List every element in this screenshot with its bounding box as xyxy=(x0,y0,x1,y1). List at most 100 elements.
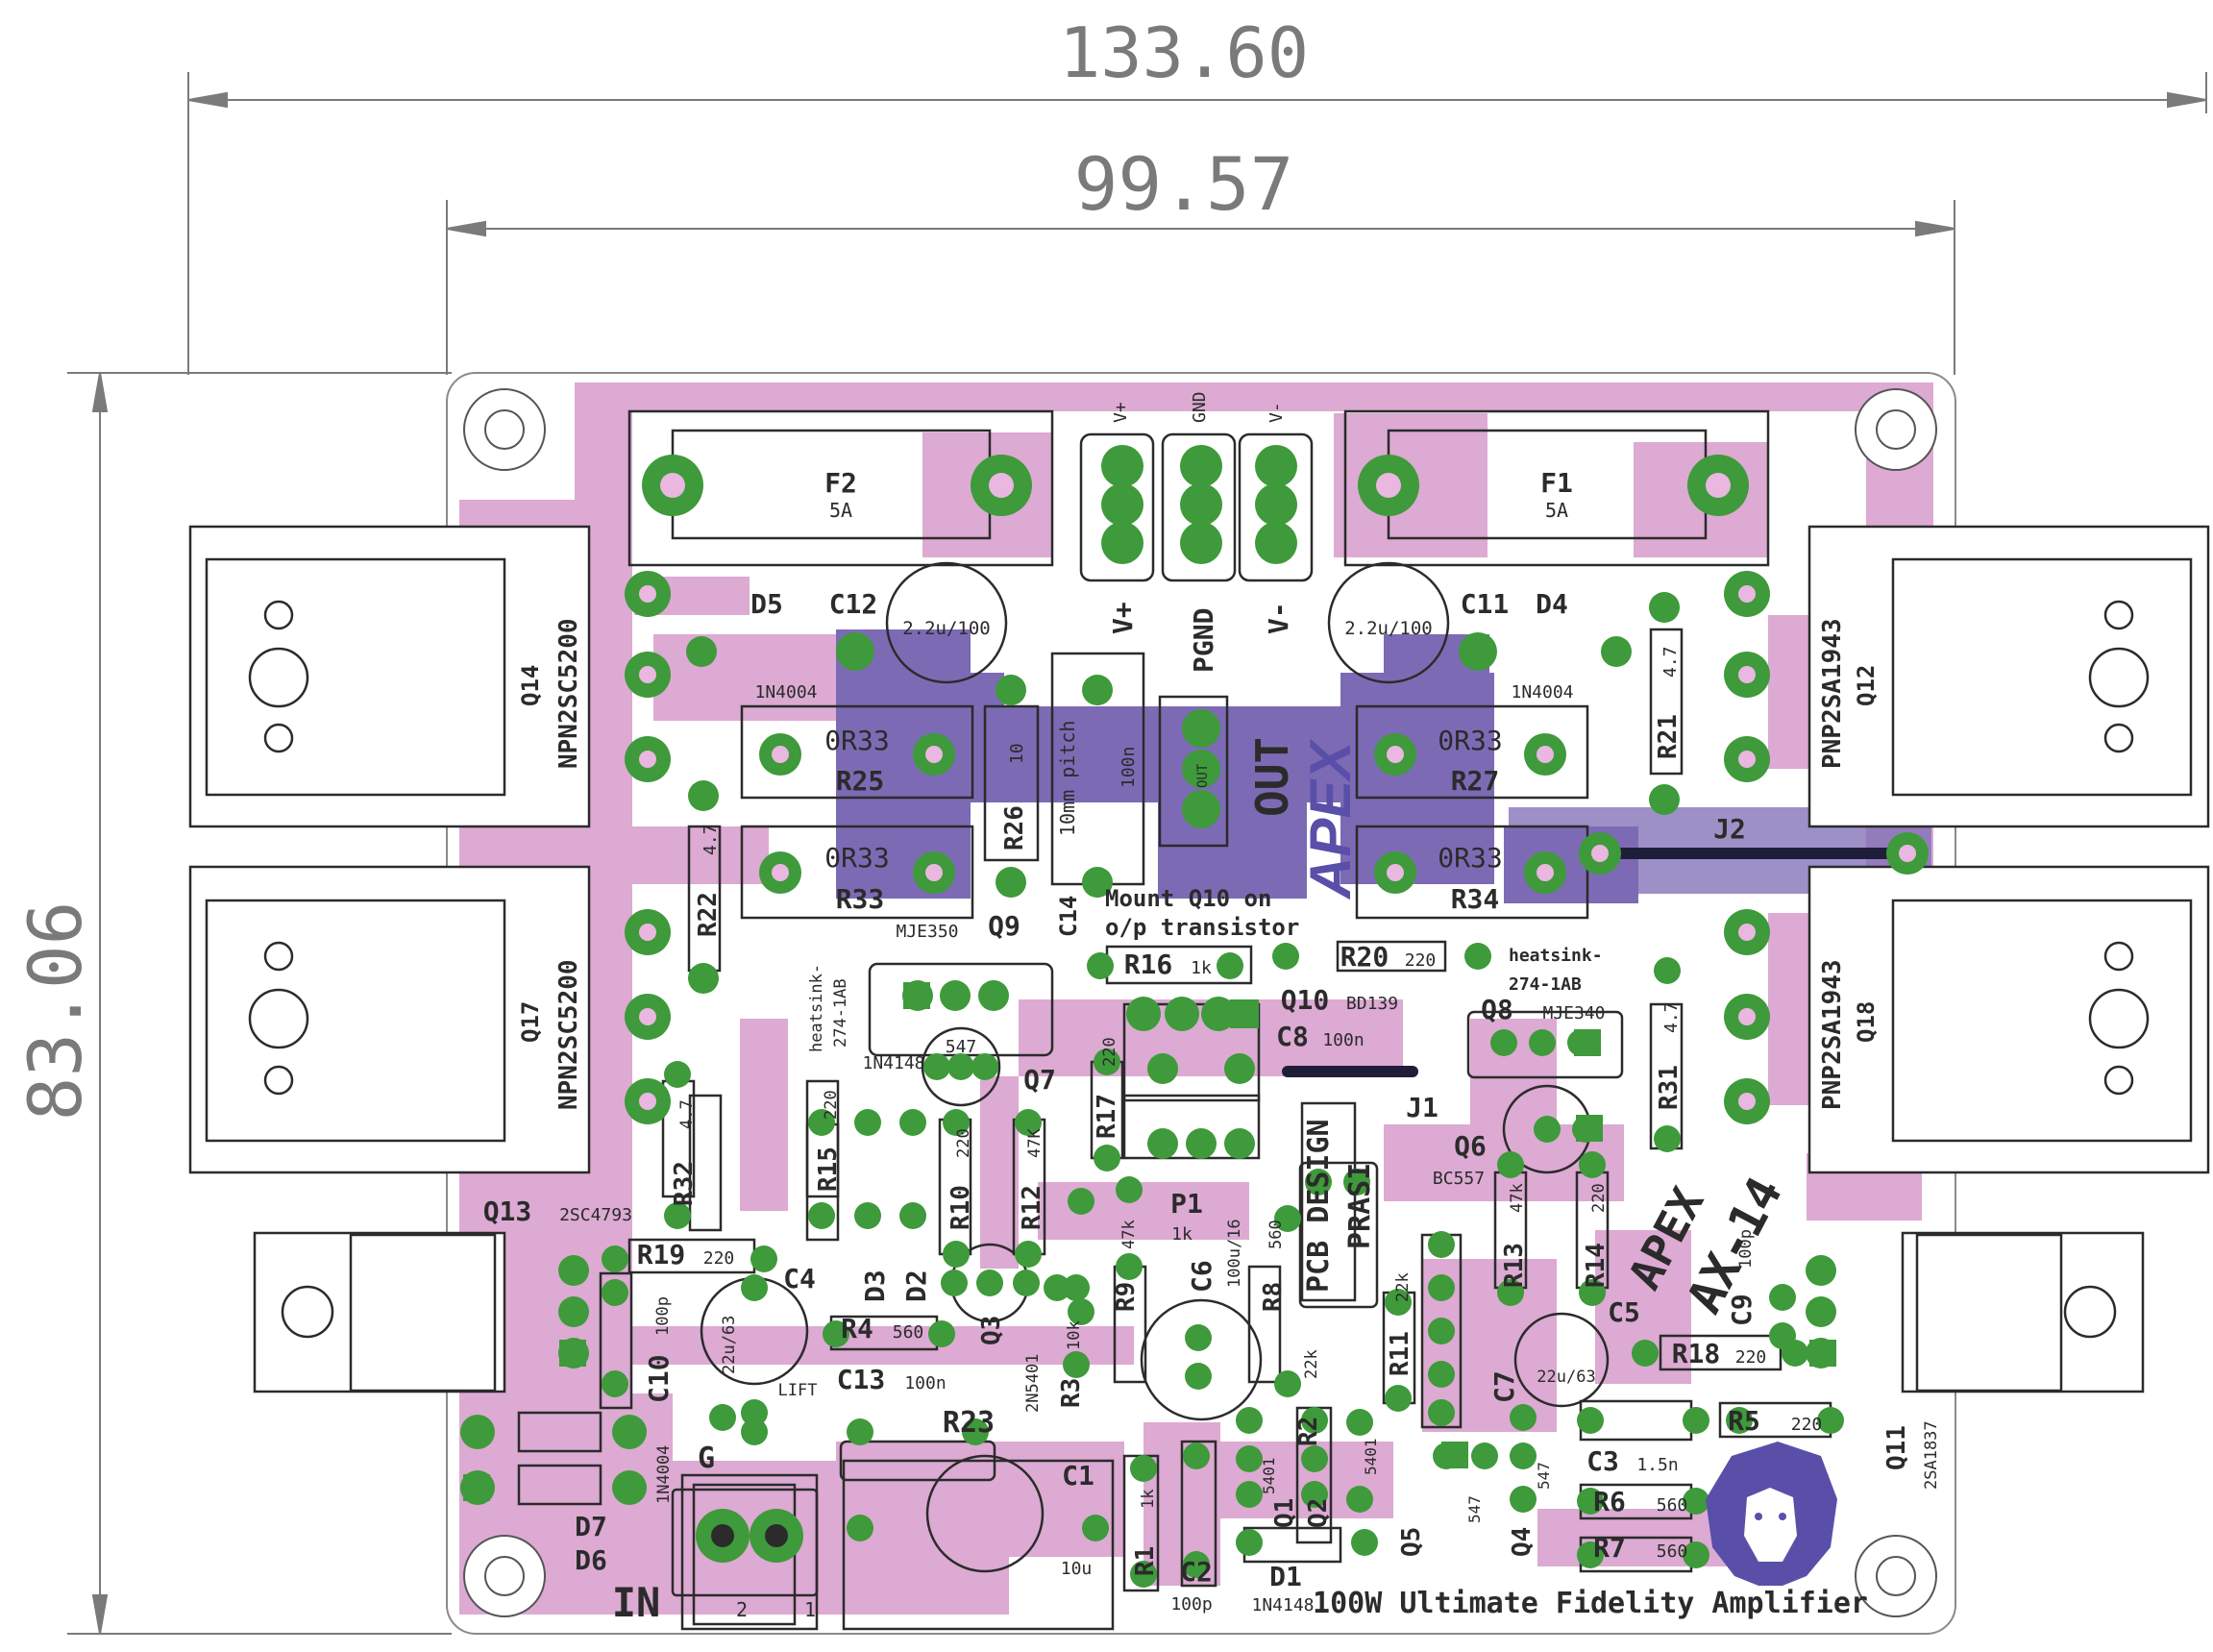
label-r26: R26 xyxy=(1000,805,1029,851)
label-c1: C1 xyxy=(1062,1460,1094,1492)
value-d1: 1N4148 xyxy=(1251,1595,1314,1615)
value-r18: 220 xyxy=(1735,1347,1767,1368)
label-r19: R19 xyxy=(637,1239,686,1270)
label-q5: Q5 xyxy=(1397,1527,1426,1557)
value-c8: 100n xyxy=(1322,1030,1364,1050)
label-q4: Q4 xyxy=(1508,1527,1537,1557)
label-f1: F1 xyxy=(1540,467,1573,499)
label-r3: R3 xyxy=(1057,1378,1086,1408)
value-r33: 0R33 xyxy=(824,842,889,874)
label-r34: R34 xyxy=(1451,883,1500,915)
value-r14: 220 xyxy=(1589,1183,1609,1213)
value-q2: 5401 xyxy=(1362,1438,1380,1475)
value-q1: 5401 xyxy=(1260,1457,1278,1494)
label-d7: D7 xyxy=(575,1511,607,1542)
label-q17: Q17 xyxy=(517,1001,544,1043)
value-r19: 220 xyxy=(703,1248,735,1269)
component-outlines xyxy=(517,628,1832,1631)
jumpers xyxy=(1282,848,1913,1077)
apex-vertical-logo: APEX xyxy=(1298,738,1363,900)
footer-title: 100W Ultimate Fidelity Amplifier xyxy=(1313,1587,1868,1620)
value-d3: 1N4148 xyxy=(862,1053,924,1073)
value-d5: 1N4004 xyxy=(754,682,817,703)
in-pin-1: 1 xyxy=(804,1598,816,1621)
label-p1: P1 xyxy=(1170,1188,1203,1220)
value-r15: 220 xyxy=(822,1090,841,1120)
value-c2: 100p xyxy=(1170,1594,1212,1615)
value-q14: NPN2SC5200 xyxy=(554,618,583,769)
value-r10: 220 xyxy=(954,1128,973,1158)
label-c10: C10 xyxy=(643,1354,675,1403)
mounting-hole-tr xyxy=(1855,388,1937,471)
heatsink-outlines xyxy=(188,525,2210,1393)
value-f2: 5A xyxy=(829,499,852,522)
mounting-hole-br xyxy=(1855,1535,1937,1617)
label-r31: R31 xyxy=(1655,1065,1684,1110)
label-c5: C5 xyxy=(1608,1296,1640,1328)
value-r31: 4.7 xyxy=(1661,1001,1682,1033)
mounting-holes xyxy=(463,388,1937,1617)
label-f2: F2 xyxy=(824,467,857,499)
label-d2: D2 xyxy=(900,1270,932,1302)
q9-heatsink-2: 274-1AB xyxy=(831,978,850,1048)
mount-note-2: o/p transistor xyxy=(1105,914,1299,941)
label-q14: Q14 xyxy=(517,665,544,706)
top-inner-dimension: 99.57 xyxy=(1074,141,1294,227)
label-r15: R15 xyxy=(814,1147,843,1192)
value-c13: 100n xyxy=(904,1373,946,1393)
label-vminus-top: V- xyxy=(1266,402,1287,423)
label-d4: D4 xyxy=(1536,588,1568,620)
label-gnd-top: GND xyxy=(1190,391,1210,423)
value-r27: 0R33 xyxy=(1438,725,1502,756)
label-r33: R33 xyxy=(836,883,885,915)
label-vminus: V- xyxy=(1263,602,1294,634)
lift-label: LIFT xyxy=(778,1381,818,1400)
label-d5: D5 xyxy=(750,588,783,620)
lion-logo xyxy=(1706,1442,1837,1586)
in-pin-2: 2 xyxy=(736,1598,748,1621)
value-q18: PNP2SA1943 xyxy=(1818,959,1847,1110)
note-c14: 10mm pitch xyxy=(1056,721,1079,836)
label-q6: Q6 xyxy=(1454,1130,1487,1162)
label-r22: R22 xyxy=(694,892,723,937)
label-q12: Q12 xyxy=(1853,665,1880,706)
label-q10: Q10 xyxy=(1281,984,1330,1016)
value-c3: 1.5n xyxy=(1636,1455,1678,1475)
label-vplus-top: V+ xyxy=(1111,402,1131,423)
label-pgnd: PGND xyxy=(1188,608,1219,673)
value-r17: 220 xyxy=(1100,1037,1119,1067)
value-r34: 0R33 xyxy=(1438,842,1502,874)
value-r22: 4.7 xyxy=(701,824,721,855)
label-c2: C2 xyxy=(1180,1556,1213,1588)
label-j1: J1 xyxy=(1406,1092,1438,1123)
label-r11: R11 xyxy=(1386,1331,1414,1376)
value-c6: 100u/16 xyxy=(1225,1219,1244,1288)
value-c14: 100n xyxy=(1119,747,1139,788)
value-c11: 2.2u/100 xyxy=(1344,618,1433,639)
value-d6: 1N4004 xyxy=(654,1445,674,1504)
label-q2: Q2 xyxy=(1304,1498,1333,1528)
label-q1: Q1 xyxy=(1270,1498,1299,1528)
label-out: OUT xyxy=(1246,737,1298,817)
label-q7: Q7 xyxy=(1023,1064,1056,1096)
label-r10: R10 xyxy=(947,1185,975,1230)
label-vplus: V+ xyxy=(1107,602,1139,634)
label-r32: R32 xyxy=(670,1161,699,1206)
pcb-design-text: PCB DESIGN xyxy=(1302,1119,1336,1293)
label-r7: R7 xyxy=(1593,1532,1626,1564)
q8-heatsink-1: heatsink- xyxy=(1509,946,1603,966)
value-r16: 1k xyxy=(1191,958,1212,978)
label-d6: D6 xyxy=(575,1544,607,1576)
label-q13: Q13 xyxy=(483,1196,532,1227)
value-q5: 547 xyxy=(1465,1495,1484,1523)
label-q11: Q11 xyxy=(1882,1425,1911,1470)
value-c1: 10u xyxy=(1061,1559,1093,1579)
value-r8: 560 xyxy=(1266,1220,1286,1249)
pads xyxy=(460,445,1929,1588)
q9-heatsink-1: heatsink- xyxy=(807,964,826,1052)
value-r3: 10k xyxy=(1065,1320,1084,1350)
label-r6: R6 xyxy=(1593,1486,1626,1517)
value-q3: 2N5401 xyxy=(1023,1354,1043,1413)
label-q18: Q18 xyxy=(1853,1001,1880,1043)
